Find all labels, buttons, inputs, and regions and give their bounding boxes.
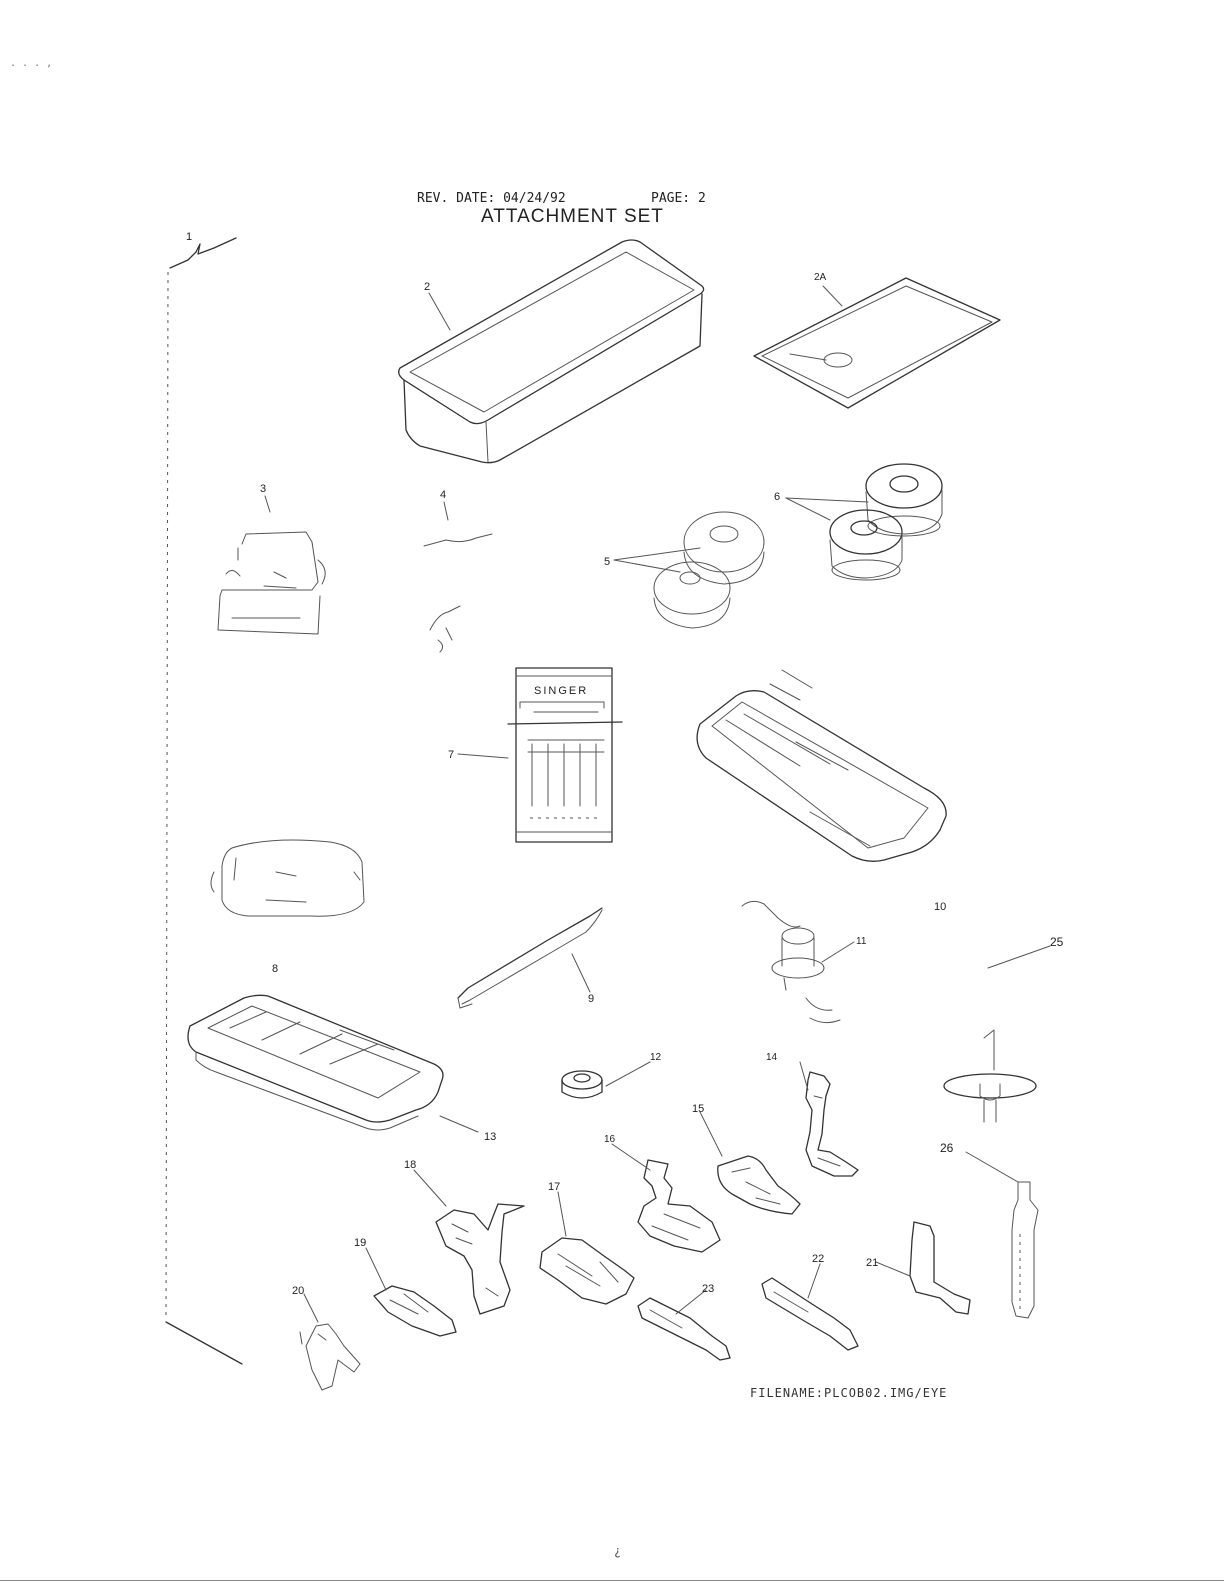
item-1-set-bracket (165, 237, 243, 1365)
item-14-presser-foot (805, 1071, 859, 1177)
item-25-spool-cap (943, 1029, 1037, 1123)
needle-pack-brand: SINGER (534, 685, 588, 697)
item-17-presser-foot (539, 1237, 635, 1305)
callout-19: 19 (354, 1237, 366, 1249)
callout-7: 7 (448, 749, 454, 761)
item-9-seam-ripper (457, 907, 603, 1009)
callout-9: 9 (588, 993, 594, 1005)
callout-2a: 2A (814, 272, 827, 283)
callout-13: 13 (484, 1131, 496, 1143)
callout-14: 14 (766, 1052, 778, 1063)
callout-16: 16 (604, 1134, 616, 1145)
callout-3: 3 (260, 483, 266, 495)
revision-date: REV. DATE: 04/24/92 (417, 191, 566, 206)
callout-22: 22 (812, 1253, 824, 1265)
callout-26: 26 (940, 1141, 954, 1155)
callout-23: 23 (702, 1283, 714, 1295)
callout-6: 6 (774, 491, 780, 503)
callout-2: 2 (424, 281, 430, 293)
callout-20: 20 (292, 1285, 304, 1297)
leader-lines (264, 285, 1051, 1323)
bottom-rule (0, 1580, 1224, 1581)
callout-18: 18 (404, 1159, 416, 1171)
item-5-bobbins (653, 511, 765, 629)
item-16-presser-foot (637, 1159, 721, 1253)
callout-17: 17 (548, 1181, 560, 1193)
callout-5: 5 (604, 556, 610, 568)
item-2-storage-box (398, 239, 705, 464)
item-23-screwdriver (637, 1297, 731, 1361)
callout-10: 10 (934, 901, 946, 913)
item-10-11-spool-holder (741, 900, 841, 1024)
item-18-buttonhole-foot (435, 1203, 525, 1315)
item-15-presser-foot (717, 1155, 801, 1215)
diagram-title: ATTACHMENT SET (481, 206, 664, 227)
callout-8: 8 (272, 963, 278, 975)
item-7-needle-pack (507, 667, 623, 843)
callout-12: 12 (650, 1052, 662, 1063)
page-foot-mark: ¿ (614, 1544, 622, 1558)
item-19-presser-foot (373, 1285, 457, 1337)
item-12-felt-washer (561, 1070, 603, 1099)
buttonhole-attachment (696, 669, 947, 862)
item-20-presser-foot (299, 1323, 361, 1391)
item-21-presser-foot (909, 1221, 971, 1315)
callout-21: 21 (866, 1257, 878, 1269)
callout-11: 11 (856, 936, 867, 947)
item-22-screwdriver (761, 1277, 859, 1351)
callout-15: 15 (692, 1103, 704, 1115)
top-left-specks: . . . , (10, 58, 53, 69)
filename-label: FILENAME:PLCOB02.IMG/EYE (750, 1386, 948, 1400)
callout-25: 25 (1050, 935, 1064, 949)
callout-1: 1 (186, 231, 192, 243)
item-8-accessory-tray (187, 839, 444, 1131)
callout-4: 4 (440, 489, 446, 501)
item-2a-insert-tray (753, 277, 1001, 409)
item-4-screw-parts (423, 533, 493, 653)
item-26-lint-brush (1011, 1181, 1039, 1319)
item-6-metal-bobbins (829, 463, 943, 581)
page-number: PAGE: 2 (651, 191, 706, 206)
item-3-attachment-foot (217, 531, 326, 635)
